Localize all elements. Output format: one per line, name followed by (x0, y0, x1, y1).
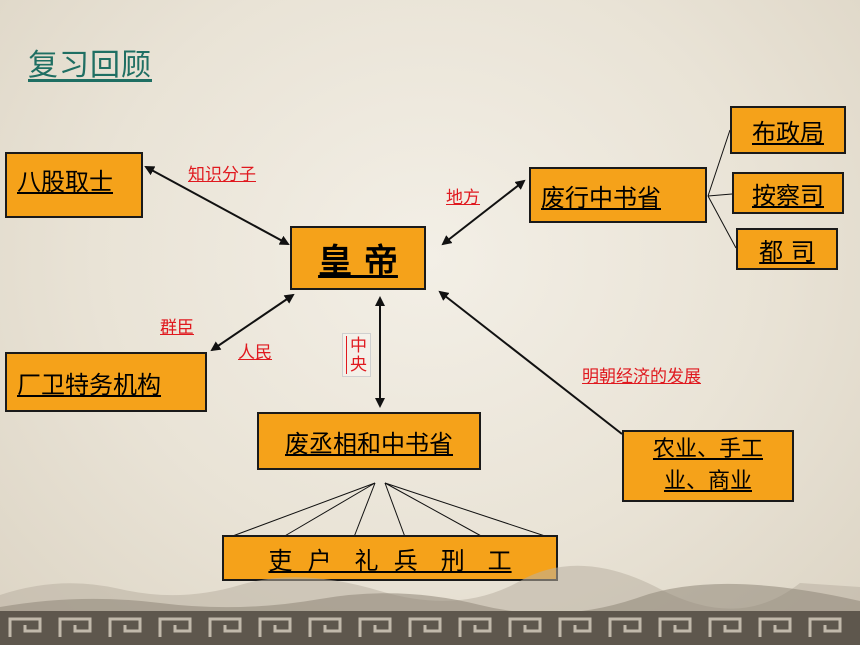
node-liubu: 吏 户 礼 兵 刑 工 (222, 535, 558, 581)
node-changwei: 厂卫特务机构 (5, 352, 207, 412)
branch-buzheng (707, 129, 731, 197)
decorative-landscape (0, 565, 860, 645)
page-title: 复习回顾 (28, 48, 152, 83)
label-difang: 地方 (446, 188, 480, 208)
node-buzheng: 布政局 (730, 106, 846, 154)
node-bagu: 八股取士 (5, 152, 143, 218)
arrow-feixing-emperor (441, 179, 526, 246)
label-zhongyang: 中央 (342, 333, 371, 377)
label-renmin: 人民 (238, 343, 272, 363)
branch-dusi (707, 195, 737, 249)
node-nongye: 农业、手工业、商业 (622, 430, 794, 502)
label-jingji: 明朝经济的发展 (582, 367, 701, 387)
node-feicheng: 废丞相和中书省 (257, 412, 481, 470)
node-dusi: 都 司 (736, 228, 838, 270)
fan-lines (229, 482, 549, 538)
arrow-bagu-emperor (144, 166, 290, 245)
arrow-changwei-emperor (210, 293, 295, 352)
node-ancha: 按察司 (732, 172, 844, 214)
arrow-nongye-emperor (438, 290, 623, 435)
node-feixing: 废行中书省 (529, 167, 707, 223)
label-zhishi: 知识分子 (188, 165, 256, 185)
label-qunchen: 群臣 (160, 318, 194, 338)
node-emperor: 皇 帝 (290, 226, 426, 290)
branch-ancha (707, 193, 733, 197)
